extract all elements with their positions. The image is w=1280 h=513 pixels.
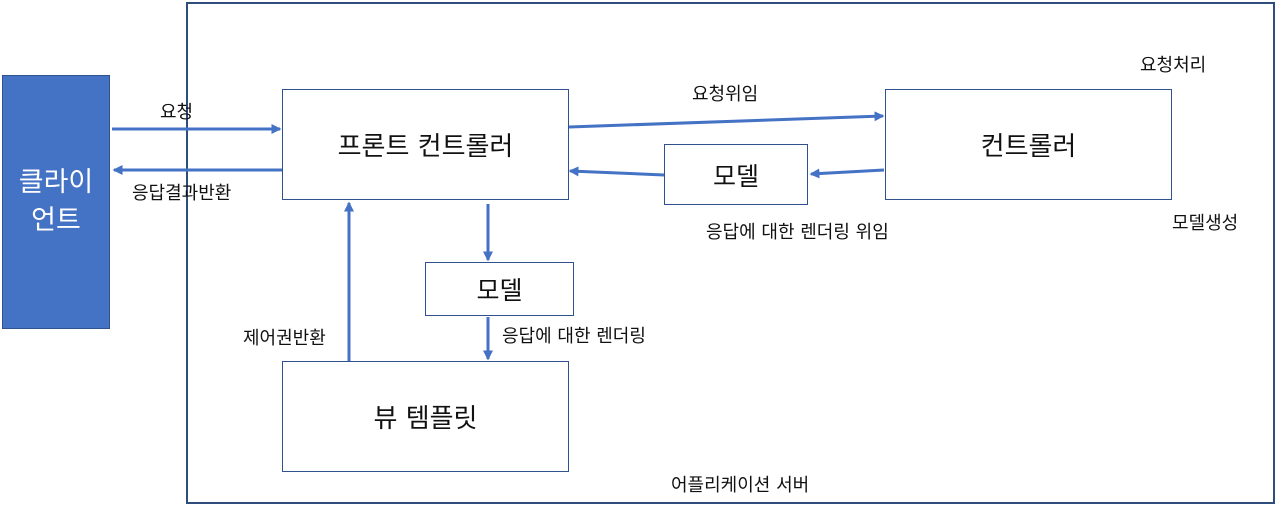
app-server-label: 어플리케이션 서버 xyxy=(671,475,810,496)
model-bottom-label: 모델 xyxy=(476,276,523,305)
client-label-line1: 클라이 xyxy=(18,167,94,198)
view-template-label: 뷰 템플릿 xyxy=(373,404,478,434)
front-controller-label: 프론트 컨트롤러 xyxy=(337,132,514,162)
controller-to-model-arrow xyxy=(809,168,885,179)
delegate-render-label: 응답에 대한 렌더링 위임 xyxy=(706,222,889,243)
response-return-label: 응답결과반환 xyxy=(132,183,232,204)
model-to-front-arrow xyxy=(568,166,665,177)
model-box-top: 모델 xyxy=(664,144,808,205)
controller-label: 컨트롤러 xyxy=(980,132,1077,162)
view-template-box: 뷰 템플릿 xyxy=(282,361,569,472)
return-control-label: 제어권반환 xyxy=(243,328,326,349)
delegate-request-arrow xyxy=(568,111,885,129)
process-request-label: 요청처리 xyxy=(1140,55,1207,76)
model-box-bottom: 모델 xyxy=(425,262,574,316)
request-label: 요청 xyxy=(160,102,194,123)
front-controller-box: 프론트 컨트롤러 xyxy=(282,89,569,200)
client-label-line2: 언트 xyxy=(31,205,81,236)
model-top-label: 모델 xyxy=(712,161,759,191)
render-response-label: 응답에 대한 렌더링 xyxy=(502,326,646,347)
client-box: 클라이 언트 xyxy=(2,75,110,329)
create-model-label: 모델생성 xyxy=(1172,213,1239,234)
delegate-request-label: 요청위임 xyxy=(692,84,759,105)
controller-box: 컨트롤러 xyxy=(885,89,1172,200)
application-server-frame xyxy=(186,2,1275,504)
